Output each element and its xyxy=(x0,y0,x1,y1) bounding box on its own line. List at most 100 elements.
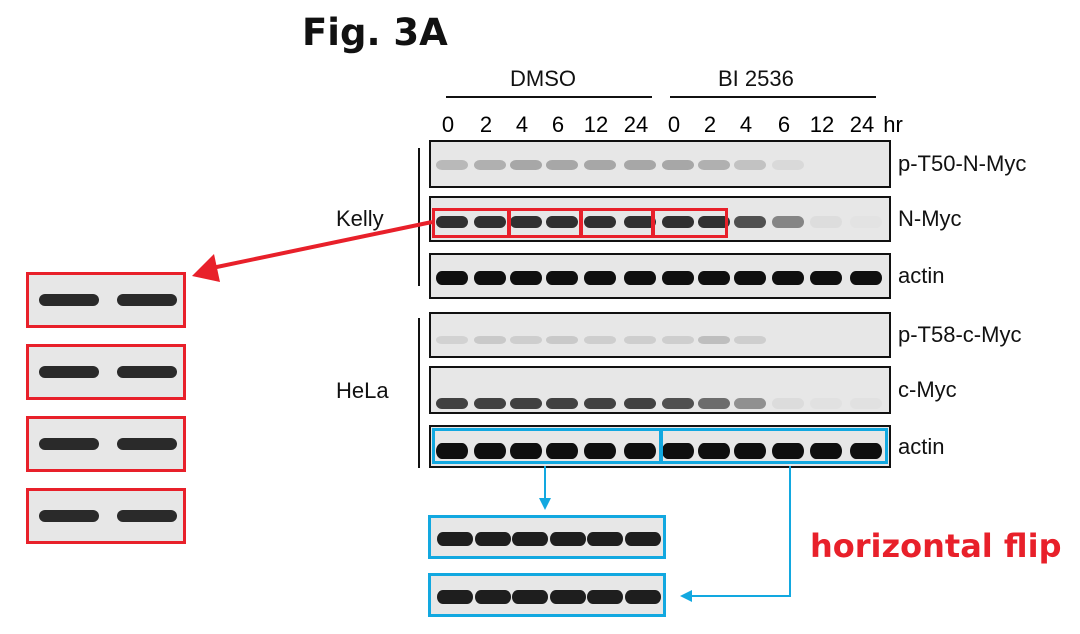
blot-band xyxy=(474,335,506,344)
blot-band xyxy=(810,398,842,410)
blot-band xyxy=(772,398,804,410)
blot-band xyxy=(698,271,730,285)
blot-band xyxy=(436,443,468,460)
figure-title: Fig. 3A xyxy=(302,11,448,54)
blot-band xyxy=(698,215,730,228)
time-tick-label: 12 xyxy=(809,112,835,137)
blot-band xyxy=(772,443,804,460)
blot-band xyxy=(436,271,468,285)
blot-band xyxy=(850,271,882,285)
blot-band xyxy=(436,160,468,171)
blot-band xyxy=(624,398,656,410)
blot-band xyxy=(510,160,542,171)
blot-band xyxy=(546,215,578,228)
time-tick-label: 24 xyxy=(849,112,875,137)
blot-band xyxy=(624,271,656,285)
blot-band xyxy=(474,271,506,285)
duplicate-panel xyxy=(26,272,186,328)
blot-strip xyxy=(429,253,891,299)
blot-band xyxy=(772,271,804,285)
blot-strip xyxy=(429,196,891,242)
group-label-bi2536: BI 2536 xyxy=(718,66,794,91)
blue-arrow-flip-line xyxy=(690,466,791,597)
blot-band xyxy=(584,443,616,460)
blot-band xyxy=(698,398,730,410)
blot-band xyxy=(584,271,616,285)
time-tick-label: 0 xyxy=(441,112,455,137)
blot-band xyxy=(584,215,616,228)
blot-band xyxy=(546,335,578,344)
red-arrow-head xyxy=(192,254,220,282)
blot-band xyxy=(510,443,542,460)
blot-band xyxy=(546,271,578,285)
time-tick-label: 2 xyxy=(703,112,717,137)
blot-label: p-T50-N-Myc xyxy=(898,151,1027,176)
blot-band xyxy=(436,398,468,410)
blot-band xyxy=(772,160,804,171)
blot-strip xyxy=(429,312,891,358)
blot-band xyxy=(584,398,616,410)
blot-band xyxy=(698,335,730,344)
blot-band xyxy=(624,335,656,344)
blot-band xyxy=(117,510,177,522)
blot-band xyxy=(39,294,99,306)
duplicate-box-4 xyxy=(652,208,728,238)
hela-bracket xyxy=(418,318,420,468)
blot-label: actin xyxy=(898,263,945,288)
flip-panel xyxy=(428,573,666,617)
blot-band xyxy=(662,271,694,285)
blot-band xyxy=(584,335,616,344)
blot-band xyxy=(549,590,586,604)
blot-band xyxy=(734,271,766,285)
group-line-dmso xyxy=(446,96,652,98)
time-tick-label: 6 xyxy=(551,112,565,137)
blot-band xyxy=(436,335,468,344)
blot-band xyxy=(734,335,766,344)
blot-band xyxy=(546,443,578,460)
blot-band xyxy=(546,398,578,410)
blot-band xyxy=(474,215,506,228)
blot-band xyxy=(510,398,542,410)
time-tick-label: 0 xyxy=(667,112,681,137)
blot-band xyxy=(587,590,623,604)
blot-band xyxy=(512,590,548,604)
duplicate-panel xyxy=(26,488,186,544)
actin-half-box-right xyxy=(660,428,888,464)
cell-line-hela: HeLa xyxy=(336,378,389,403)
blot-band xyxy=(662,443,694,460)
kelly-bracket xyxy=(418,148,420,286)
blot-label: p-T58-c-Myc xyxy=(898,322,1022,347)
time-unit-label: hr xyxy=(883,112,903,137)
blot-band xyxy=(474,160,506,171)
blot-band xyxy=(510,215,542,228)
blot-band xyxy=(734,398,766,410)
time-tick-label: 24 xyxy=(623,112,649,137)
blot-band xyxy=(734,215,766,228)
time-tick-label: 12 xyxy=(583,112,609,137)
blot-band xyxy=(474,532,511,546)
blot-band xyxy=(698,160,730,171)
blot-band xyxy=(810,271,842,285)
blot-band xyxy=(437,590,473,604)
blot-strip xyxy=(429,140,891,188)
blue-arrow-down-head xyxy=(539,498,551,510)
blot-band xyxy=(474,443,506,460)
blot-band xyxy=(117,438,177,450)
time-tick-label: 4 xyxy=(739,112,753,137)
blot-band xyxy=(510,335,542,344)
blot-band xyxy=(662,335,694,344)
blot-band xyxy=(624,215,656,228)
blot-band xyxy=(850,443,882,460)
blot-band xyxy=(512,532,548,546)
flip-panel xyxy=(428,515,666,559)
blot-band xyxy=(437,532,473,546)
blot-label: N-Myc xyxy=(898,206,962,231)
time-tick-label: 2 xyxy=(479,112,493,137)
blot-band xyxy=(850,215,882,228)
time-tick-label: 4 xyxy=(515,112,529,137)
red-arrow-line xyxy=(211,220,433,270)
cell-line-kelly: Kelly xyxy=(336,206,384,231)
flip-annotation: horizontal flip xyxy=(810,527,1062,565)
